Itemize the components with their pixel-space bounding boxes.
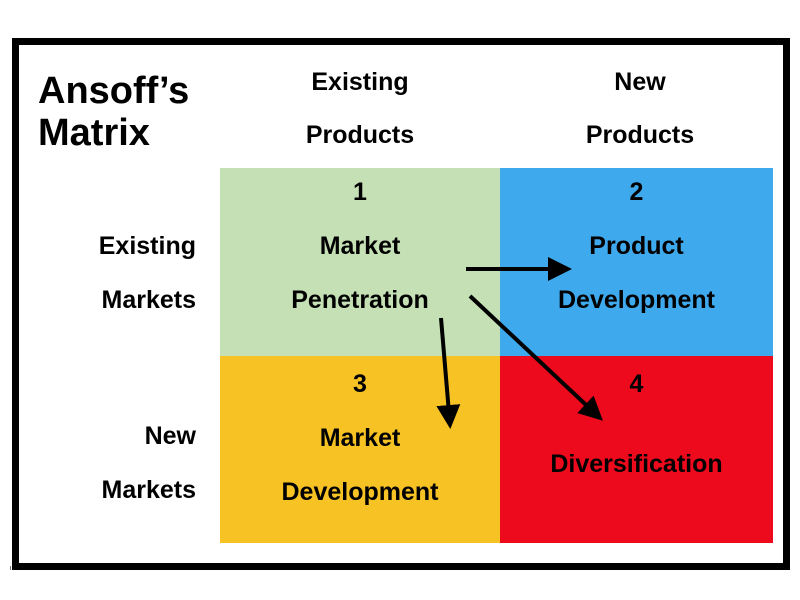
quadrant-label-line-1: Product [589,232,684,260]
quadrant-market-development: 3 Market Development [220,356,500,543]
column-header-line-2: Products [305,121,415,149]
row-header-line-2: Markets [101,476,197,504]
row-header-existing-markets: Existing Markets [36,232,196,322]
quadrant-label-line-2: Penetration [291,286,429,314]
quadrant-label-line-1: Market [319,232,401,260]
column-header-line-2: Products [585,121,695,149]
quadrant-label-line-2: Development [281,478,439,506]
quadrant-number: 2 [629,178,644,206]
column-header-new-products: New Products [500,68,780,158]
quadrant-number: 4 [629,370,644,398]
quadrant-label-line-2: Diversification [550,450,723,478]
quadrant-number: 3 [353,370,367,398]
row-header-line-1: New [144,422,196,450]
quadrant-product-development: 2 Product Development [500,168,773,356]
quadrant-market-penetration: 1 Market Penetration [220,168,500,356]
column-header-line-1: Existing [311,68,409,96]
quadrant-diversification: 4 Diversification [500,356,773,543]
column-header-line-1: New [614,68,666,96]
corner-mark [10,566,11,570]
quadrant-label-line-1: Market [319,424,401,452]
row-header-new-markets: New Markets [36,422,197,512]
quadrant-number: 1 [353,178,367,206]
quadrant-label-line-2: Development [558,286,715,314]
row-header-line-2: Markets [101,286,197,314]
row-header-line-1: Existing [98,232,196,260]
title-line-1: Ansoff’s [38,70,190,112]
matrix-title: Ansoff’s Matrix [38,70,189,154]
title-line-2: Matrix [38,112,150,154]
column-header-existing-products: Existing Products [220,68,500,158]
